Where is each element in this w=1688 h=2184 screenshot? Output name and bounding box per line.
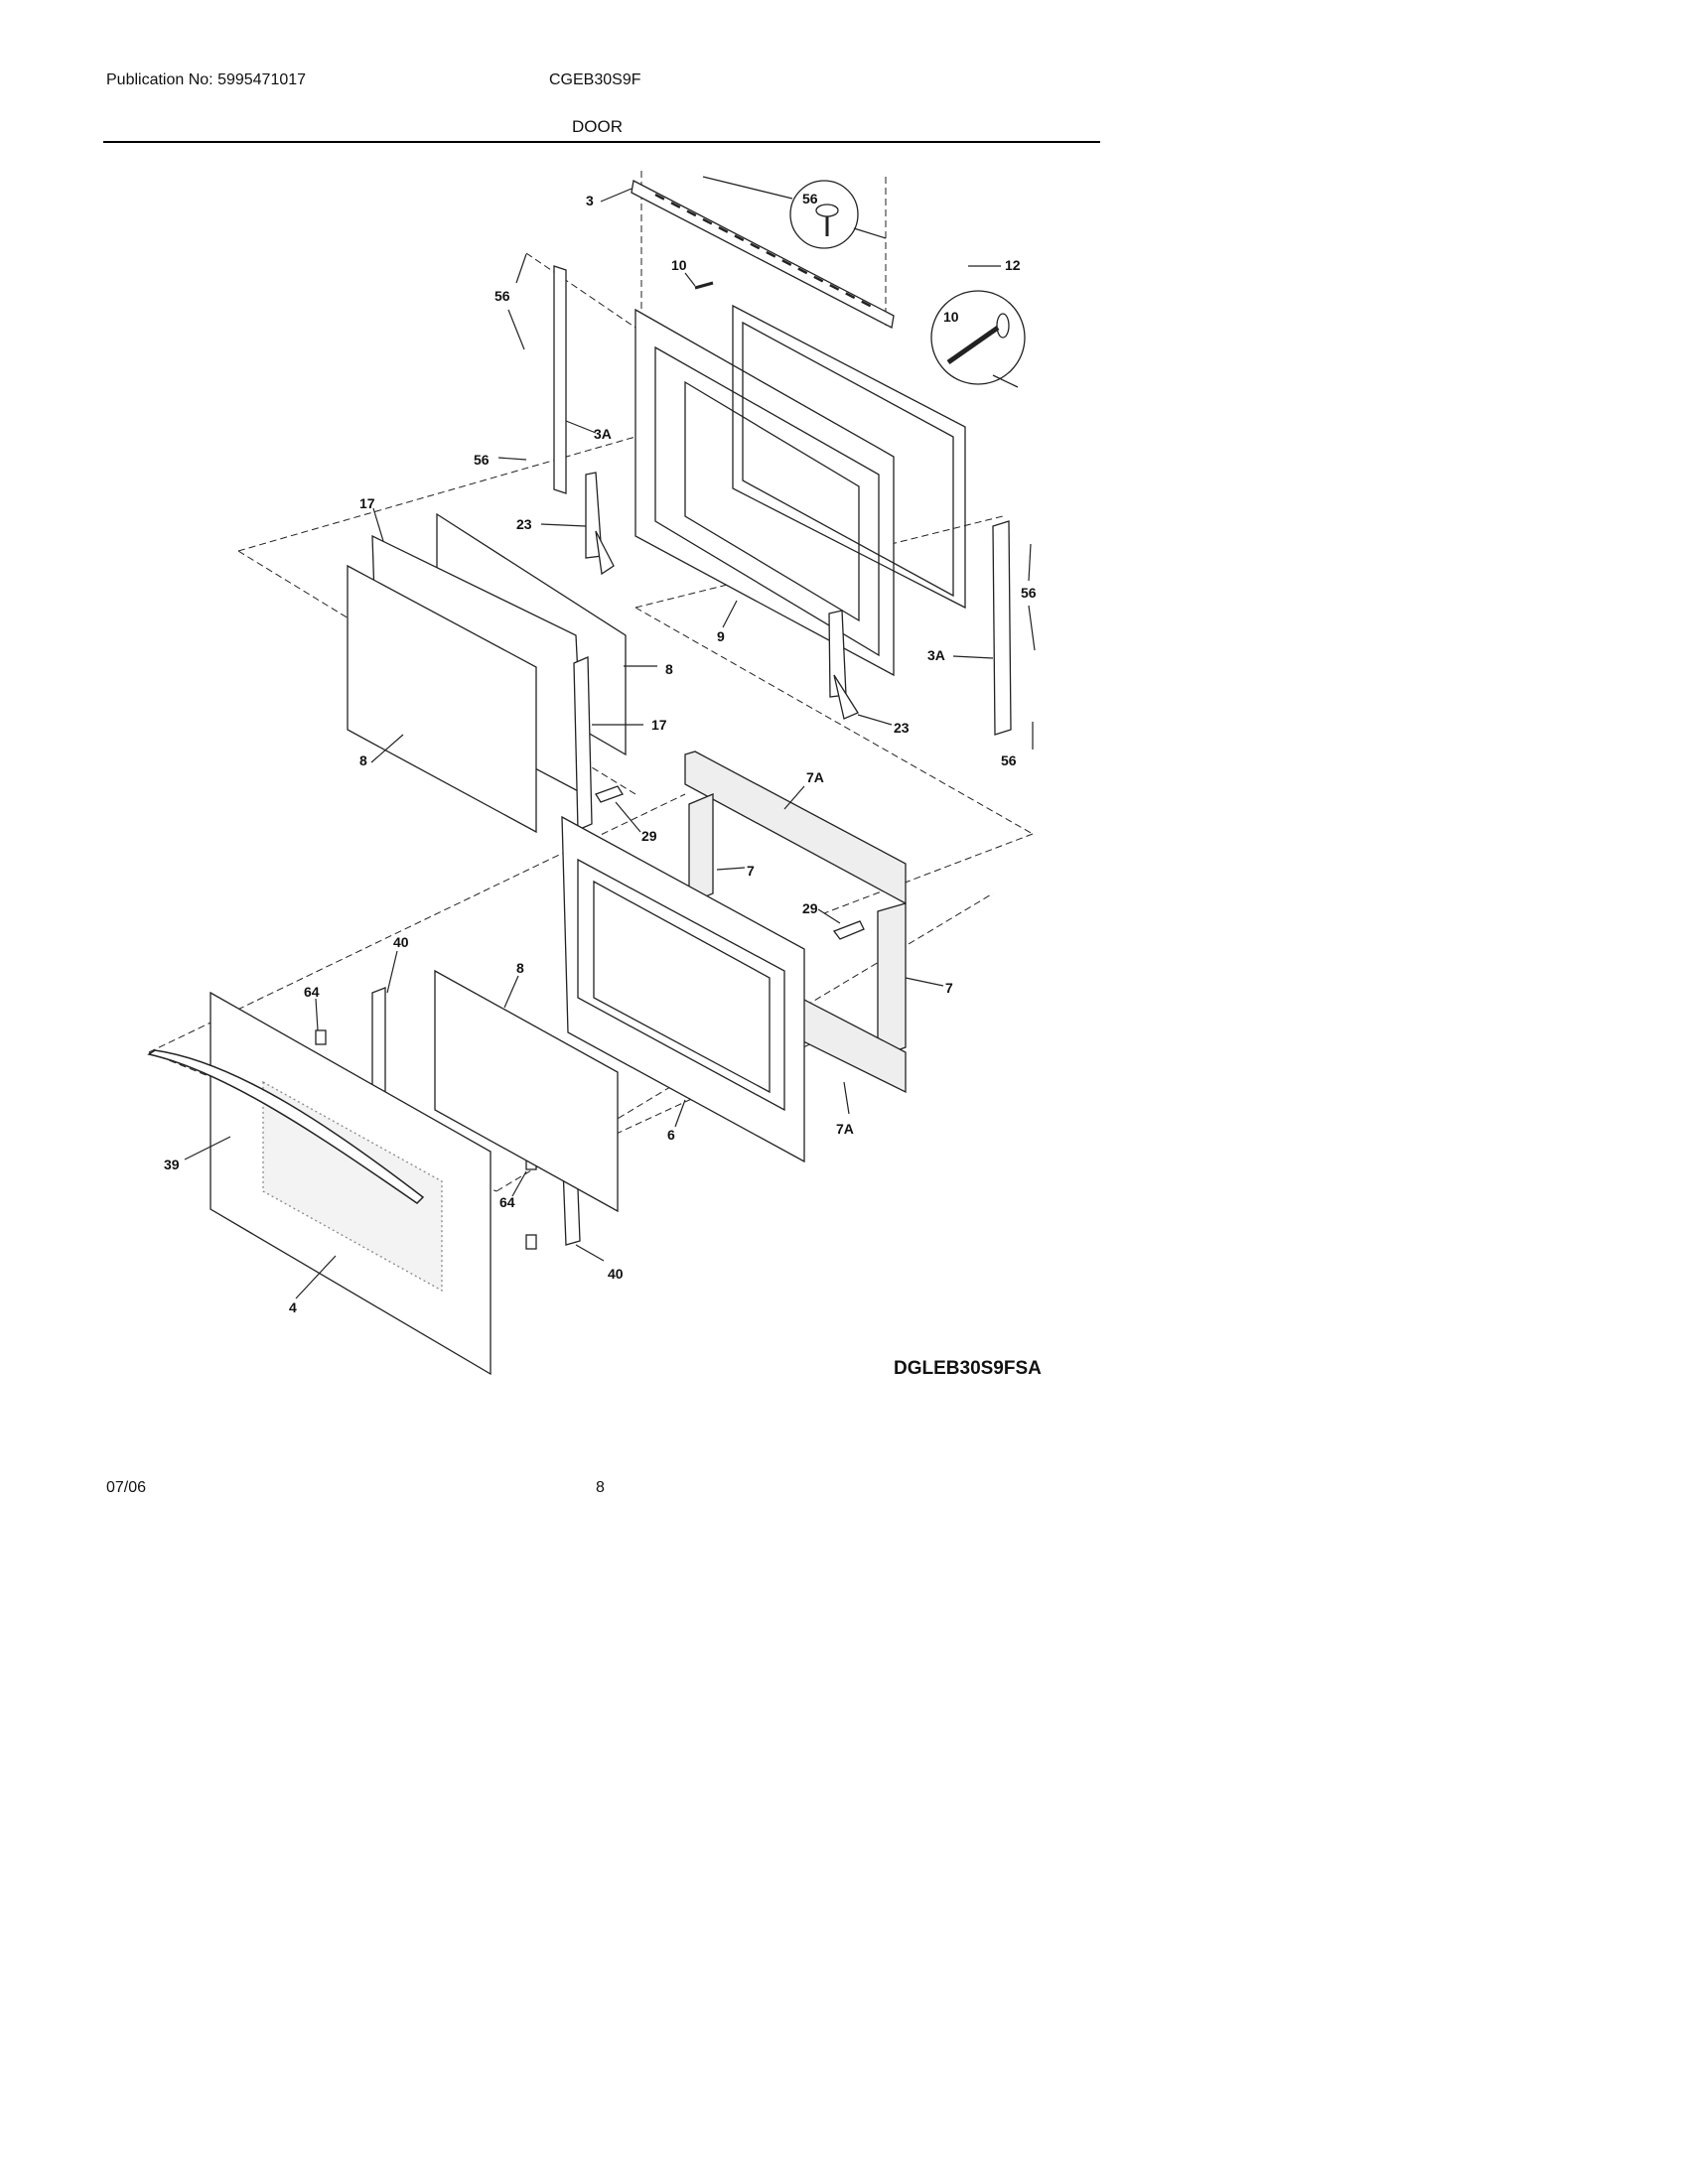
callout-label: 9 [717,628,725,644]
side-trim-right-part-3A [992,520,1012,736]
callout-label: 23 [516,516,532,532]
callout-label: 29 [641,828,657,844]
callout-label: 8 [665,661,673,677]
callout-label: 64 [499,1194,515,1210]
door-liner-part-12 [732,304,966,610]
callout-label: 8 [359,752,367,768]
header-divider [103,141,1100,143]
callout-label: 3A [594,426,612,442]
diagram-code: DGLEB30S9FSA [894,1358,1042,1379]
callout-label: 3A [927,647,945,663]
callout-label: 40 [608,1266,624,1282]
section-title: DOOR [572,117,623,136]
publication-number: Publication No: 5995471017 [106,71,307,88]
callout-label: 56 [494,288,510,304]
callout-label: 6 [667,1127,675,1143]
footer-date: 07/06 [106,1479,147,1496]
callout-label: 8 [516,960,524,976]
callout-label: 56 [1001,752,1017,768]
bumper-part-64 [315,1029,327,1045]
callout-label: 56 [802,191,818,206]
callout-label: 12 [1005,257,1021,273]
callout-label: 10 [671,257,687,273]
door-exploded-diagram: 3 56 10 10 56 3A 56 12 23 17 9 56 8 3A 17 23 8 56 7A 29 7 29 7… [147,171,1042,1379]
callout-label: 56 [1021,585,1037,601]
callout-label: 7A [806,769,824,785]
spacer-part-29 [595,785,865,940]
callout-label: 39 [164,1157,180,1172]
callout-label: 64 [304,984,320,1000]
callout-label: 56 [474,452,490,468]
side-trim-left-part-3A [553,265,567,494]
callout-label: 40 [393,934,409,950]
callout-label: 7 [747,863,755,879]
callout-label: 10 [943,309,959,325]
callout-label: 23 [894,720,910,736]
page-number: 8 [596,1479,605,1496]
callout-label: 17 [359,495,375,511]
callout-label: 17 [651,717,667,733]
callout-leaders [184,188,1036,1299]
glass-pack-parts-8-17 [347,512,627,834]
outer-door-frame-part-6 [561,815,805,1163]
callout-label: 7A [836,1121,854,1137]
screw-detail-part-56 [702,176,887,249]
callout-label: 3 [586,193,594,208]
hinge-part-23 [585,472,859,720]
callout-label: 29 [802,900,818,916]
model-number: CGEB30S9F [549,71,641,88]
door-handle-part-39 [147,1049,425,1204]
top-trim-part-3 [631,180,895,329]
outer-door-panel-part-4 [210,991,492,1376]
callout-labels: 3 56 10 10 56 3A 56 12 23 17 9 56 8 3A 17 23 8 56 7A 29 7 29 7… [164,191,1037,1315]
callout-label: 4 [289,1299,297,1315]
bolt-detail-part-10 [694,281,1026,388]
window-glass-part-8 [434,969,619,1213]
bumper-part-64-c [525,1234,537,1250]
callout-label: 7 [945,980,953,996]
